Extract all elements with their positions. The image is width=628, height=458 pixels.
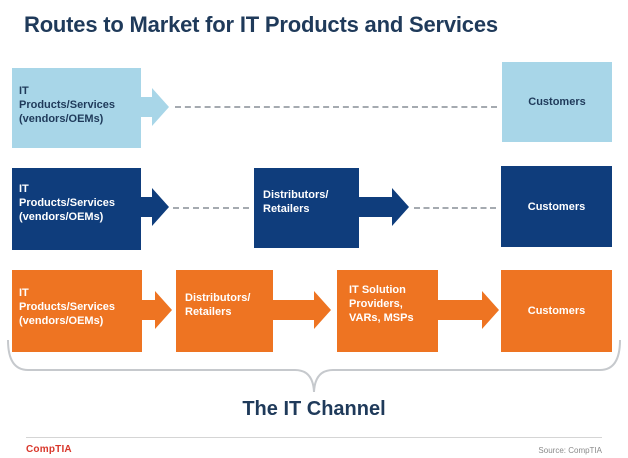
arrow-row3-distributors bbox=[273, 291, 331, 329]
dashed-connector-row2-a bbox=[173, 207, 249, 209]
providers-label-line-2: Providers, bbox=[349, 298, 403, 310]
distributors-label-line-1: Distributors/ bbox=[185, 292, 251, 304]
providers-label-line-3: VARs, MSPs bbox=[349, 312, 414, 324]
customers-label: Customers bbox=[528, 96, 586, 108]
arrow-row2-vendor bbox=[141, 188, 169, 226]
arrow-row3-vendor bbox=[142, 291, 172, 329]
source-note: Source: CompTIA bbox=[538, 446, 602, 455]
footer-divider bbox=[26, 437, 602, 438]
distributors-label-line-1: Distributors/ bbox=[263, 189, 329, 201]
vendor-label-line-1: IT bbox=[19, 183, 29, 195]
vendor-label-line-2: Products/Services bbox=[19, 301, 115, 313]
vendor-label-line-1: IT bbox=[19, 85, 29, 97]
dashed-connector-row1 bbox=[175, 106, 497, 108]
customers-box-channel: Customers bbox=[501, 270, 612, 352]
arrow-row2-distributors bbox=[359, 188, 409, 226]
comptia-logo: CompTIA bbox=[26, 444, 72, 455]
vendor-box-channel: IT Products/Services (vendors/OEMs) bbox=[12, 270, 142, 352]
vendor-label-line-2: Products/Services bbox=[19, 99, 115, 111]
vendor-box-distribution: IT Products/Services (vendors/OEMs) bbox=[12, 168, 141, 250]
page-title: Routes to Market for IT Products and Ser… bbox=[24, 12, 498, 37]
customers-box-direct: Customers bbox=[502, 62, 612, 142]
solution-providers-box: IT Solution Providers, VARs, MSPs bbox=[337, 270, 438, 352]
vendor-label-line-2: Products/Services bbox=[19, 197, 115, 209]
distributors-box-row3: Distributors/ Retailers bbox=[176, 270, 273, 352]
vendor-label-line-3: (vendors/OEMs) bbox=[19, 315, 104, 327]
vendor-box-direct: IT Products/Services (vendors/OEMs) bbox=[12, 68, 141, 148]
distributors-label-line-2: Retailers bbox=[185, 306, 232, 318]
distributors-label-line-2: Retailers bbox=[263, 203, 310, 215]
vendor-label-line-3: (vendors/OEMs) bbox=[19, 211, 104, 223]
channel-label: The IT Channel bbox=[242, 398, 386, 420]
vendor-label-line-3: (vendors/OEMs) bbox=[19, 113, 104, 125]
customers-label: Customers bbox=[527, 305, 586, 317]
customers-label: Customers bbox=[527, 200, 586, 213]
distributors-box-row2: Distributors/ Retailers bbox=[254, 168, 359, 248]
arrow-row1 bbox=[141, 88, 169, 126]
arrow-row3-providers bbox=[438, 291, 499, 329]
customers-box-distribution: Customers bbox=[501, 166, 612, 247]
vendor-label-line-1: IT bbox=[19, 287, 29, 299]
providers-label-line-1: IT Solution bbox=[349, 284, 406, 296]
dashed-connector-row2-b bbox=[414, 207, 496, 209]
